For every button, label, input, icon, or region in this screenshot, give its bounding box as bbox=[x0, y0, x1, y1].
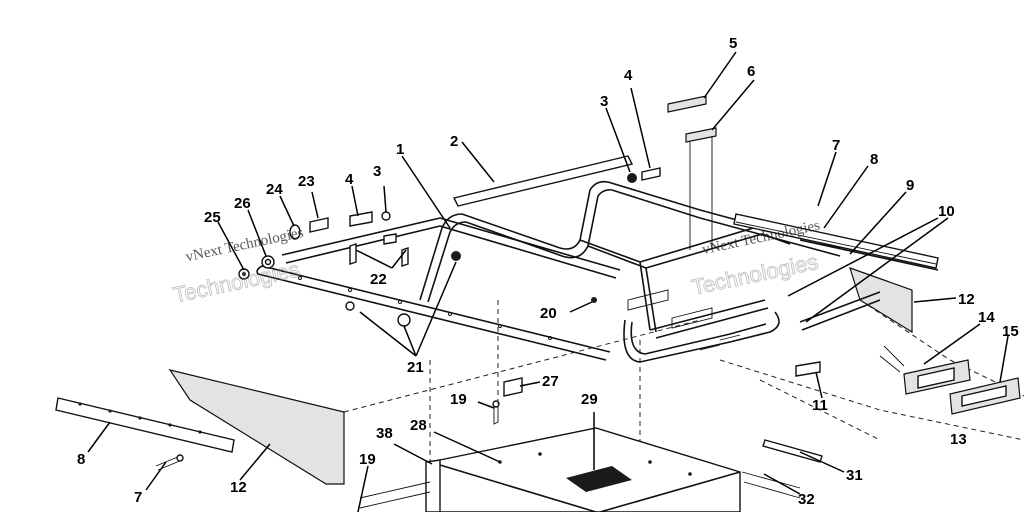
callout-7b: 7 bbox=[134, 489, 142, 506]
callout-4a: 4 bbox=[624, 67, 633, 84]
callout-23: 23 bbox=[298, 173, 315, 190]
callout-11: 11 bbox=[812, 397, 828, 414]
upright-plates bbox=[667, 95, 717, 250]
right-brackets bbox=[879, 345, 1021, 415]
cross-tube bbox=[281, 217, 621, 279]
hardware-cluster-top bbox=[627, 167, 661, 183]
callout-1: 1 bbox=[396, 141, 404, 158]
callout-7a: 7 bbox=[832, 137, 840, 154]
left-panel bbox=[55, 369, 345, 485]
small-parts bbox=[492, 297, 821, 425]
callout-3b: 3 bbox=[373, 163, 381, 180]
callout-27: 27 bbox=[542, 373, 559, 390]
callout-22: 22 bbox=[370, 271, 387, 288]
callout-12b: 12 bbox=[230, 479, 247, 496]
callout-8a: 8 bbox=[870, 151, 878, 168]
callout-19a: 19 bbox=[450, 391, 467, 408]
callout-29: 29 bbox=[581, 391, 598, 408]
callout-25: 25 bbox=[204, 209, 221, 226]
leader-lines bbox=[87, 51, 1009, 512]
callout-14: 14 bbox=[978, 309, 995, 326]
callout-31: 31 bbox=[846, 467, 863, 484]
callout-3a: 3 bbox=[600, 93, 608, 110]
callout-2: 2 bbox=[450, 133, 458, 150]
watermark-right: vNext Technologies Technologies bbox=[689, 218, 822, 301]
callout-26: 26 bbox=[234, 195, 251, 212]
lower-compartment bbox=[359, 427, 823, 512]
tube-2 bbox=[452, 155, 634, 207]
hardware-cluster-left bbox=[238, 211, 461, 327]
right-rail bbox=[733, 213, 939, 334]
callout-9: 9 bbox=[906, 177, 914, 194]
callout-15: 15 bbox=[1002, 323, 1019, 340]
callout-38: 38 bbox=[376, 425, 393, 442]
seat-support-frame bbox=[419, 180, 841, 363]
callout-24: 24 bbox=[266, 181, 283, 198]
callout-13: 13 bbox=[950, 431, 967, 448]
callout-28: 28 bbox=[410, 417, 427, 434]
callout-12a: 12 bbox=[958, 291, 975, 308]
callout-8b: 8 bbox=[77, 451, 85, 468]
part-callouts: 1 2 3 3 4 4 5 6 7 7 8 8 9 10 11 12 12 12… bbox=[77, 35, 1019, 508]
watermark-left: vNext Technologies Technologies bbox=[171, 225, 305, 308]
callout-4b: 4 bbox=[345, 171, 354, 188]
callout-6: 6 bbox=[747, 63, 755, 80]
callout-19b: 19 bbox=[359, 451, 376, 468]
callout-32: 32 bbox=[798, 491, 815, 508]
callout-5: 5 bbox=[729, 35, 737, 52]
callout-10: 10 bbox=[938, 203, 955, 220]
callout-20: 20 bbox=[540, 305, 557, 322]
callout-21: 21 bbox=[407, 359, 424, 376]
